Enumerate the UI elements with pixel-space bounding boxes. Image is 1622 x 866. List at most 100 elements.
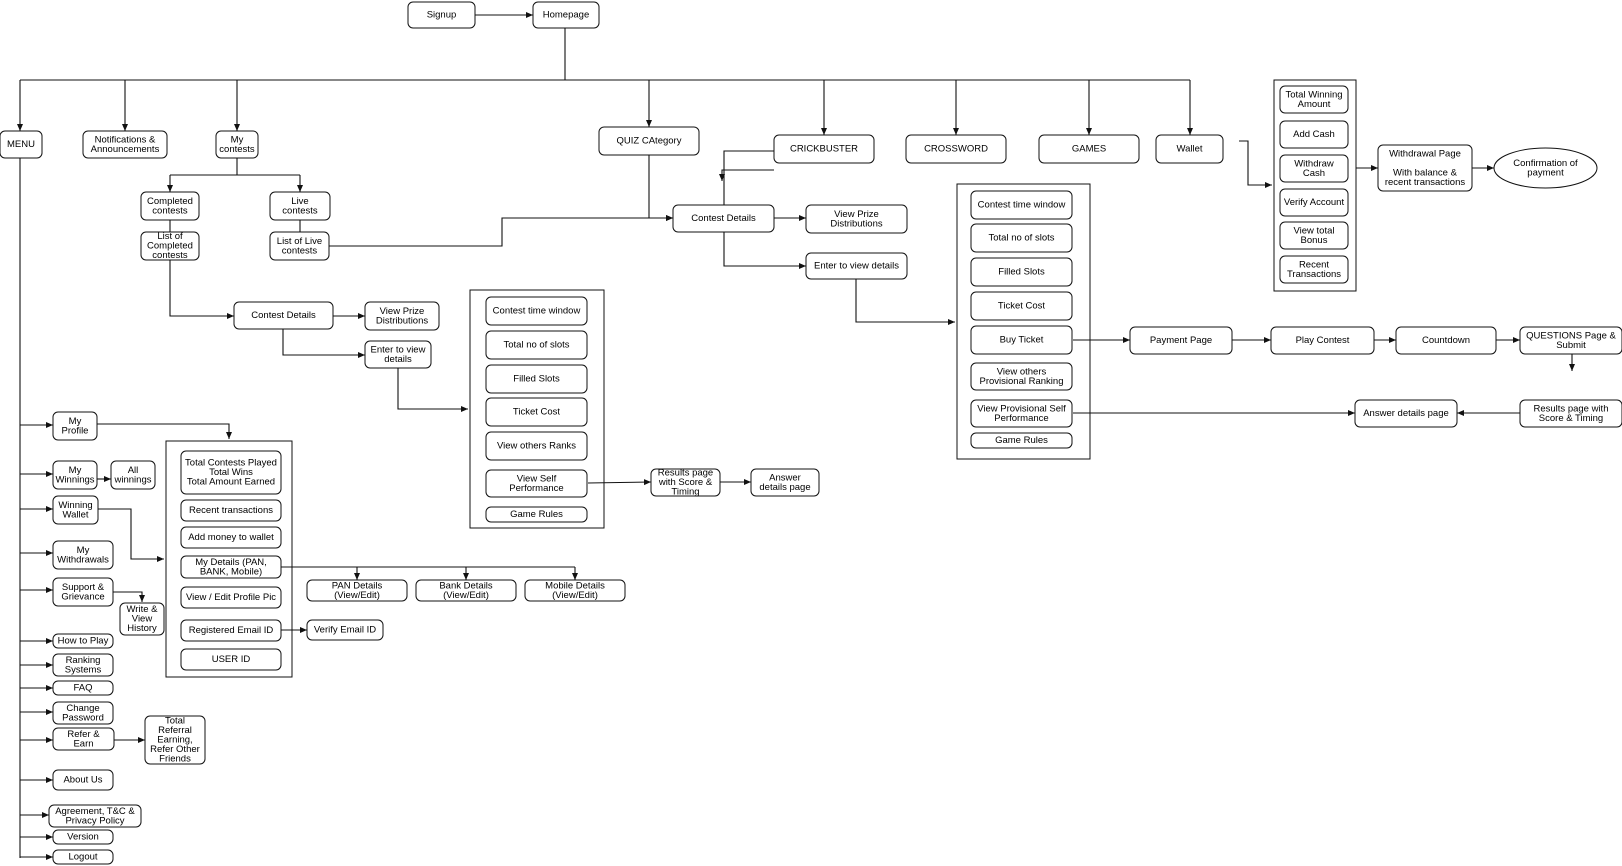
node-menu[interactable]: MENU — [0, 130, 43, 159]
node-p-profile-pic[interactable]: View / Edit Profile Pic — [180, 586, 282, 609]
node-verify-email[interactable]: Verify Email ID — [306, 619, 384, 641]
node-countdown[interactable]: Countdown — [1395, 326, 1497, 355]
node-label-line: View — [132, 614, 153, 625]
node-frame — [773, 134, 875, 164]
node-notifications[interactable]: Notifications &Announcements — [82, 130, 168, 159]
node-questions-page[interactable]: QUESTIONS Page &Submit — [1519, 326, 1622, 355]
node-play-contest[interactable]: Play Contest — [1270, 326, 1375, 355]
node-frame — [52, 727, 115, 751]
node-g1-others-ranks[interactable]: View others Ranks — [485, 431, 588, 461]
node-label-line: Total Amount Earned — [187, 477, 275, 488]
node-refer-earn[interactable]: Refer &Earn — [52, 727, 115, 751]
node-frame — [1279, 188, 1349, 217]
node-enter-details-2[interactable]: Enter to view details — [805, 252, 908, 280]
node-label-line: Enter to view details — [814, 261, 899, 272]
node-label-line: Completed — [147, 241, 193, 252]
node-crossword[interactable]: CROSSWORD — [905, 134, 1007, 164]
node-p-recent-transactions[interactable]: Recent transactions — [180, 499, 282, 522]
node-label-line: Completed — [147, 196, 193, 207]
node-label-line: Change — [66, 703, 99, 714]
node-answer-details-2[interactable]: Answer details page — [1354, 399, 1458, 428]
node-w-verify-account[interactable]: Verify Account — [1279, 188, 1349, 217]
node-games[interactable]: GAMES — [1038, 134, 1140, 164]
node-agreement[interactable]: Agreement, T&C &Privacy Policy — [48, 804, 142, 828]
node-how-to-play[interactable]: How to Play — [52, 633, 114, 649]
node-logout[interactable]: Logout — [52, 849, 114, 865]
node-pan-details[interactable]: PAN Details(View/Edit) — [306, 579, 408, 602]
node-frame — [119, 602, 165, 636]
node-contest-details-2[interactable]: Contest Details — [672, 204, 775, 233]
node-g2-buy-ticket[interactable]: Buy Ticket — [970, 325, 1073, 355]
node-quiz-category[interactable]: QUIZ CAtegory — [598, 126, 700, 156]
node-frame — [532, 1, 600, 29]
node-mobile-details[interactable]: Mobile Details(View/Edit) — [524, 579, 626, 602]
node-homepage[interactable]: Homepage — [532, 1, 600, 29]
node-contest-details-1[interactable]: Contest Details — [233, 301, 334, 330]
node-label-line: Mobile Details — [545, 580, 605, 591]
node-faq[interactable]: FAQ — [52, 680, 114, 696]
node-bank-details[interactable]: Bank Details(View/Edit) — [415, 579, 517, 602]
node-payment-page[interactable]: Payment Page — [1129, 326, 1233, 355]
node-g2-filled-slots[interactable]: Filled Slots — [970, 257, 1073, 287]
node-g1-filled-slots[interactable]: Filled Slots — [485, 364, 588, 394]
node-p-my-details[interactable]: My Details (PAN,BANK, Mobile) — [180, 555, 282, 579]
node-signup[interactable]: Signup — [407, 1, 476, 29]
node-crickbuster[interactable]: CRICKBUSTER — [773, 134, 875, 164]
node-frame — [1279, 154, 1349, 183]
node-w-add-cash[interactable]: Add Cash — [1279, 120, 1349, 149]
node-g2-total-slots[interactable]: Total no of slots — [970, 223, 1073, 253]
node-g2-time-window[interactable]: Contest time window — [970, 190, 1073, 220]
node-frame — [485, 330, 588, 360]
node-g2-game-rules[interactable]: Game Rules — [970, 432, 1073, 449]
node-support-grievance[interactable]: Support &Grievance — [52, 577, 114, 607]
node-wallet[interactable]: Wallet — [1155, 134, 1224, 164]
node-about-us[interactable]: About Us — [52, 769, 114, 791]
node-label-line: Play Contest — [1296, 335, 1350, 346]
node-g2-ticket-cost[interactable]: Ticket Cost — [970, 291, 1073, 321]
node-g1-time-window[interactable]: Contest time window — [485, 296, 588, 326]
node-label-line: Timing — [671, 487, 699, 498]
node-frame — [0, 130, 43, 159]
node-label-line: View others Ranks — [497, 441, 576, 452]
node-frame — [970, 190, 1073, 220]
node-frame — [52, 411, 98, 441]
node-version[interactable]: Version — [52, 829, 114, 845]
node-label-line: with Score & — [658, 477, 713, 488]
node-g1-game-rules[interactable]: Game Rules — [485, 506, 588, 523]
node-p-registered-email[interactable]: Registered Email ID — [180, 619, 282, 642]
node-p-user-id[interactable]: USER ID — [180, 648, 282, 671]
node-p-add-money[interactable]: Add money to wallet — [180, 526, 282, 549]
node-g1-ticket-cost[interactable]: Ticket Cost — [485, 397, 588, 427]
node-g1-total-slots[interactable]: Total no of slots — [485, 330, 588, 360]
